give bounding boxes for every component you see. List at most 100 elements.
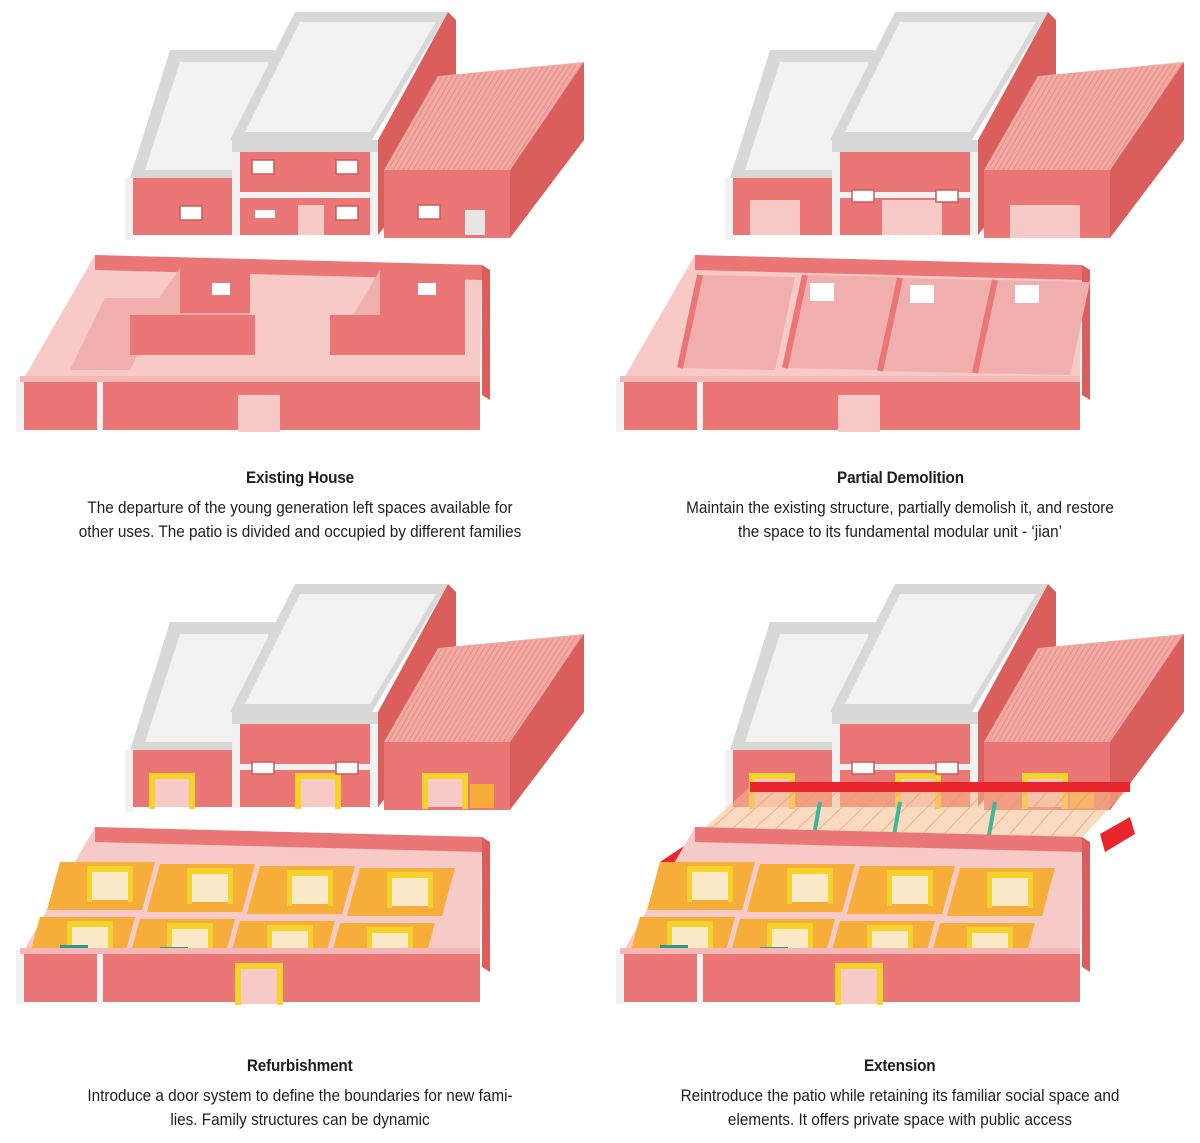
shed-side-wall [1110, 62, 1184, 238]
description-line: the space to its fundamental modular uni… [737, 522, 1063, 541]
jian-divider-wall [877, 277, 903, 372]
floor-band [232, 192, 378, 198]
window [935, 189, 959, 203]
unit-room [990, 876, 1030, 906]
panel-existing-house: Existing House The departure of the youn… [0, 0, 600, 571]
door-frame-right [908, 929, 913, 961]
door-frame-top [887, 870, 933, 876]
shed-roof-ridge [467, 67, 533, 171]
floor-band [832, 764, 978, 770]
shed-roof-ridge [1002, 646, 1060, 743]
middle-roof [245, 22, 436, 132]
shed-roof-ridge [1037, 642, 1099, 743]
window [212, 283, 230, 295]
shed-roof-ridge [462, 640, 527, 743]
door-frame-right [928, 874, 933, 906]
shed-roof-ridge [472, 67, 538, 171]
unit-room [190, 872, 230, 902]
demolished-opening [750, 200, 800, 235]
door-frame-left [149, 777, 155, 809]
gate-frame-top [835, 963, 883, 969]
shed-roof-ridge [1087, 65, 1155, 171]
existing-house-illustration [16, 12, 584, 432]
shed-roof-ridge [1052, 641, 1116, 743]
floor-band [832, 192, 978, 198]
front-pillar [616, 950, 624, 1004]
shed-roof-ridge [1062, 640, 1127, 743]
shed-roof-ridge [1087, 637, 1155, 743]
shed-roof-ridge [477, 638, 544, 743]
panel-refurbishment: Refurbishment Introduce a door system to… [0, 572, 600, 1143]
front-pillar [616, 378, 624, 432]
shed-roof-ridge [1032, 71, 1093, 171]
shed-roof-ridge [417, 72, 477, 171]
door-frame-right [208, 927, 213, 959]
floor-band [232, 764, 378, 770]
middle-parapet-band [832, 140, 978, 152]
door-opening [152, 777, 192, 807]
shed-roof-ridge [437, 70, 499, 171]
shed-roof-ridge [1012, 73, 1071, 171]
shed-roof-ridge [432, 71, 493, 171]
door-frame-right [128, 870, 133, 902]
shed-roof-ridge [1042, 642, 1105, 743]
front-pillar [16, 950, 24, 1004]
shed-roof-ridge [1097, 64, 1166, 171]
shed-roof-ridge [997, 74, 1054, 171]
gate-opening [238, 967, 280, 1004]
gate-opening [238, 395, 280, 432]
courtyard-back-wall [95, 827, 482, 852]
demolished-opening [882, 200, 942, 235]
shed-roof-ridge [402, 74, 460, 171]
door-frame-left [787, 872, 792, 904]
opening [1015, 285, 1039, 303]
jian-divider-wall [972, 279, 998, 374]
shed-roof-ridge [482, 66, 549, 171]
shed-roof-ridge [1067, 639, 1133, 743]
door-frame-right [828, 872, 833, 904]
front-pillar [97, 950, 103, 1004]
door-frame-top [422, 773, 468, 779]
shed-roof-ridge [1007, 645, 1065, 743]
demolished-opening [1010, 205, 1080, 238]
window [851, 189, 875, 203]
door-frame-right [462, 777, 468, 809]
courtyard-side-wall [482, 265, 490, 400]
middle-pillar-left [832, 152, 840, 236]
unit-room [390, 876, 430, 906]
shed-roof-ridge [1007, 73, 1065, 171]
window [935, 761, 959, 775]
shed-roof-ridge [472, 639, 538, 743]
shed-roof-ridge [1107, 635, 1177, 743]
jian-unit-floor [680, 275, 795, 370]
shed-roof-ridge [462, 68, 527, 171]
shed-roof-ridge [1017, 644, 1077, 743]
door-frame-top [167, 923, 213, 929]
shed-roof-ridge [392, 647, 449, 743]
window [851, 761, 875, 775]
shed-roof-ridge [1072, 67, 1138, 171]
gate-opening [838, 395, 880, 432]
partial-demolition-illustration [616, 12, 1184, 432]
shed-roof-ridge [502, 636, 572, 743]
description-line: Introduce a door system to define the bo… [87, 1086, 513, 1105]
door-frame-left [967, 931, 972, 963]
door-frame-right [308, 929, 313, 961]
middle-building-wall [232, 712, 378, 807]
room-wall [130, 315, 255, 355]
shed-roof-ridge [1082, 638, 1149, 743]
jian-unit-floor [880, 278, 995, 373]
shed-roof-ridge [507, 63, 577, 171]
shed-roof-ridge [422, 644, 482, 743]
door-frame-right [228, 872, 233, 904]
shed-roof-ridge [1072, 639, 1138, 743]
middle-pillar-left [232, 152, 240, 236]
middle-parapet-band [232, 712, 378, 724]
shed-roof-ridge [1012, 645, 1071, 743]
shed-roof-ridge [1037, 70, 1099, 171]
window [335, 761, 359, 775]
door-opening [425, 777, 465, 807]
gate-opening [838, 967, 880, 1004]
shed-roof-ridge [1077, 66, 1144, 171]
panel-title: Existing House [245, 468, 354, 487]
